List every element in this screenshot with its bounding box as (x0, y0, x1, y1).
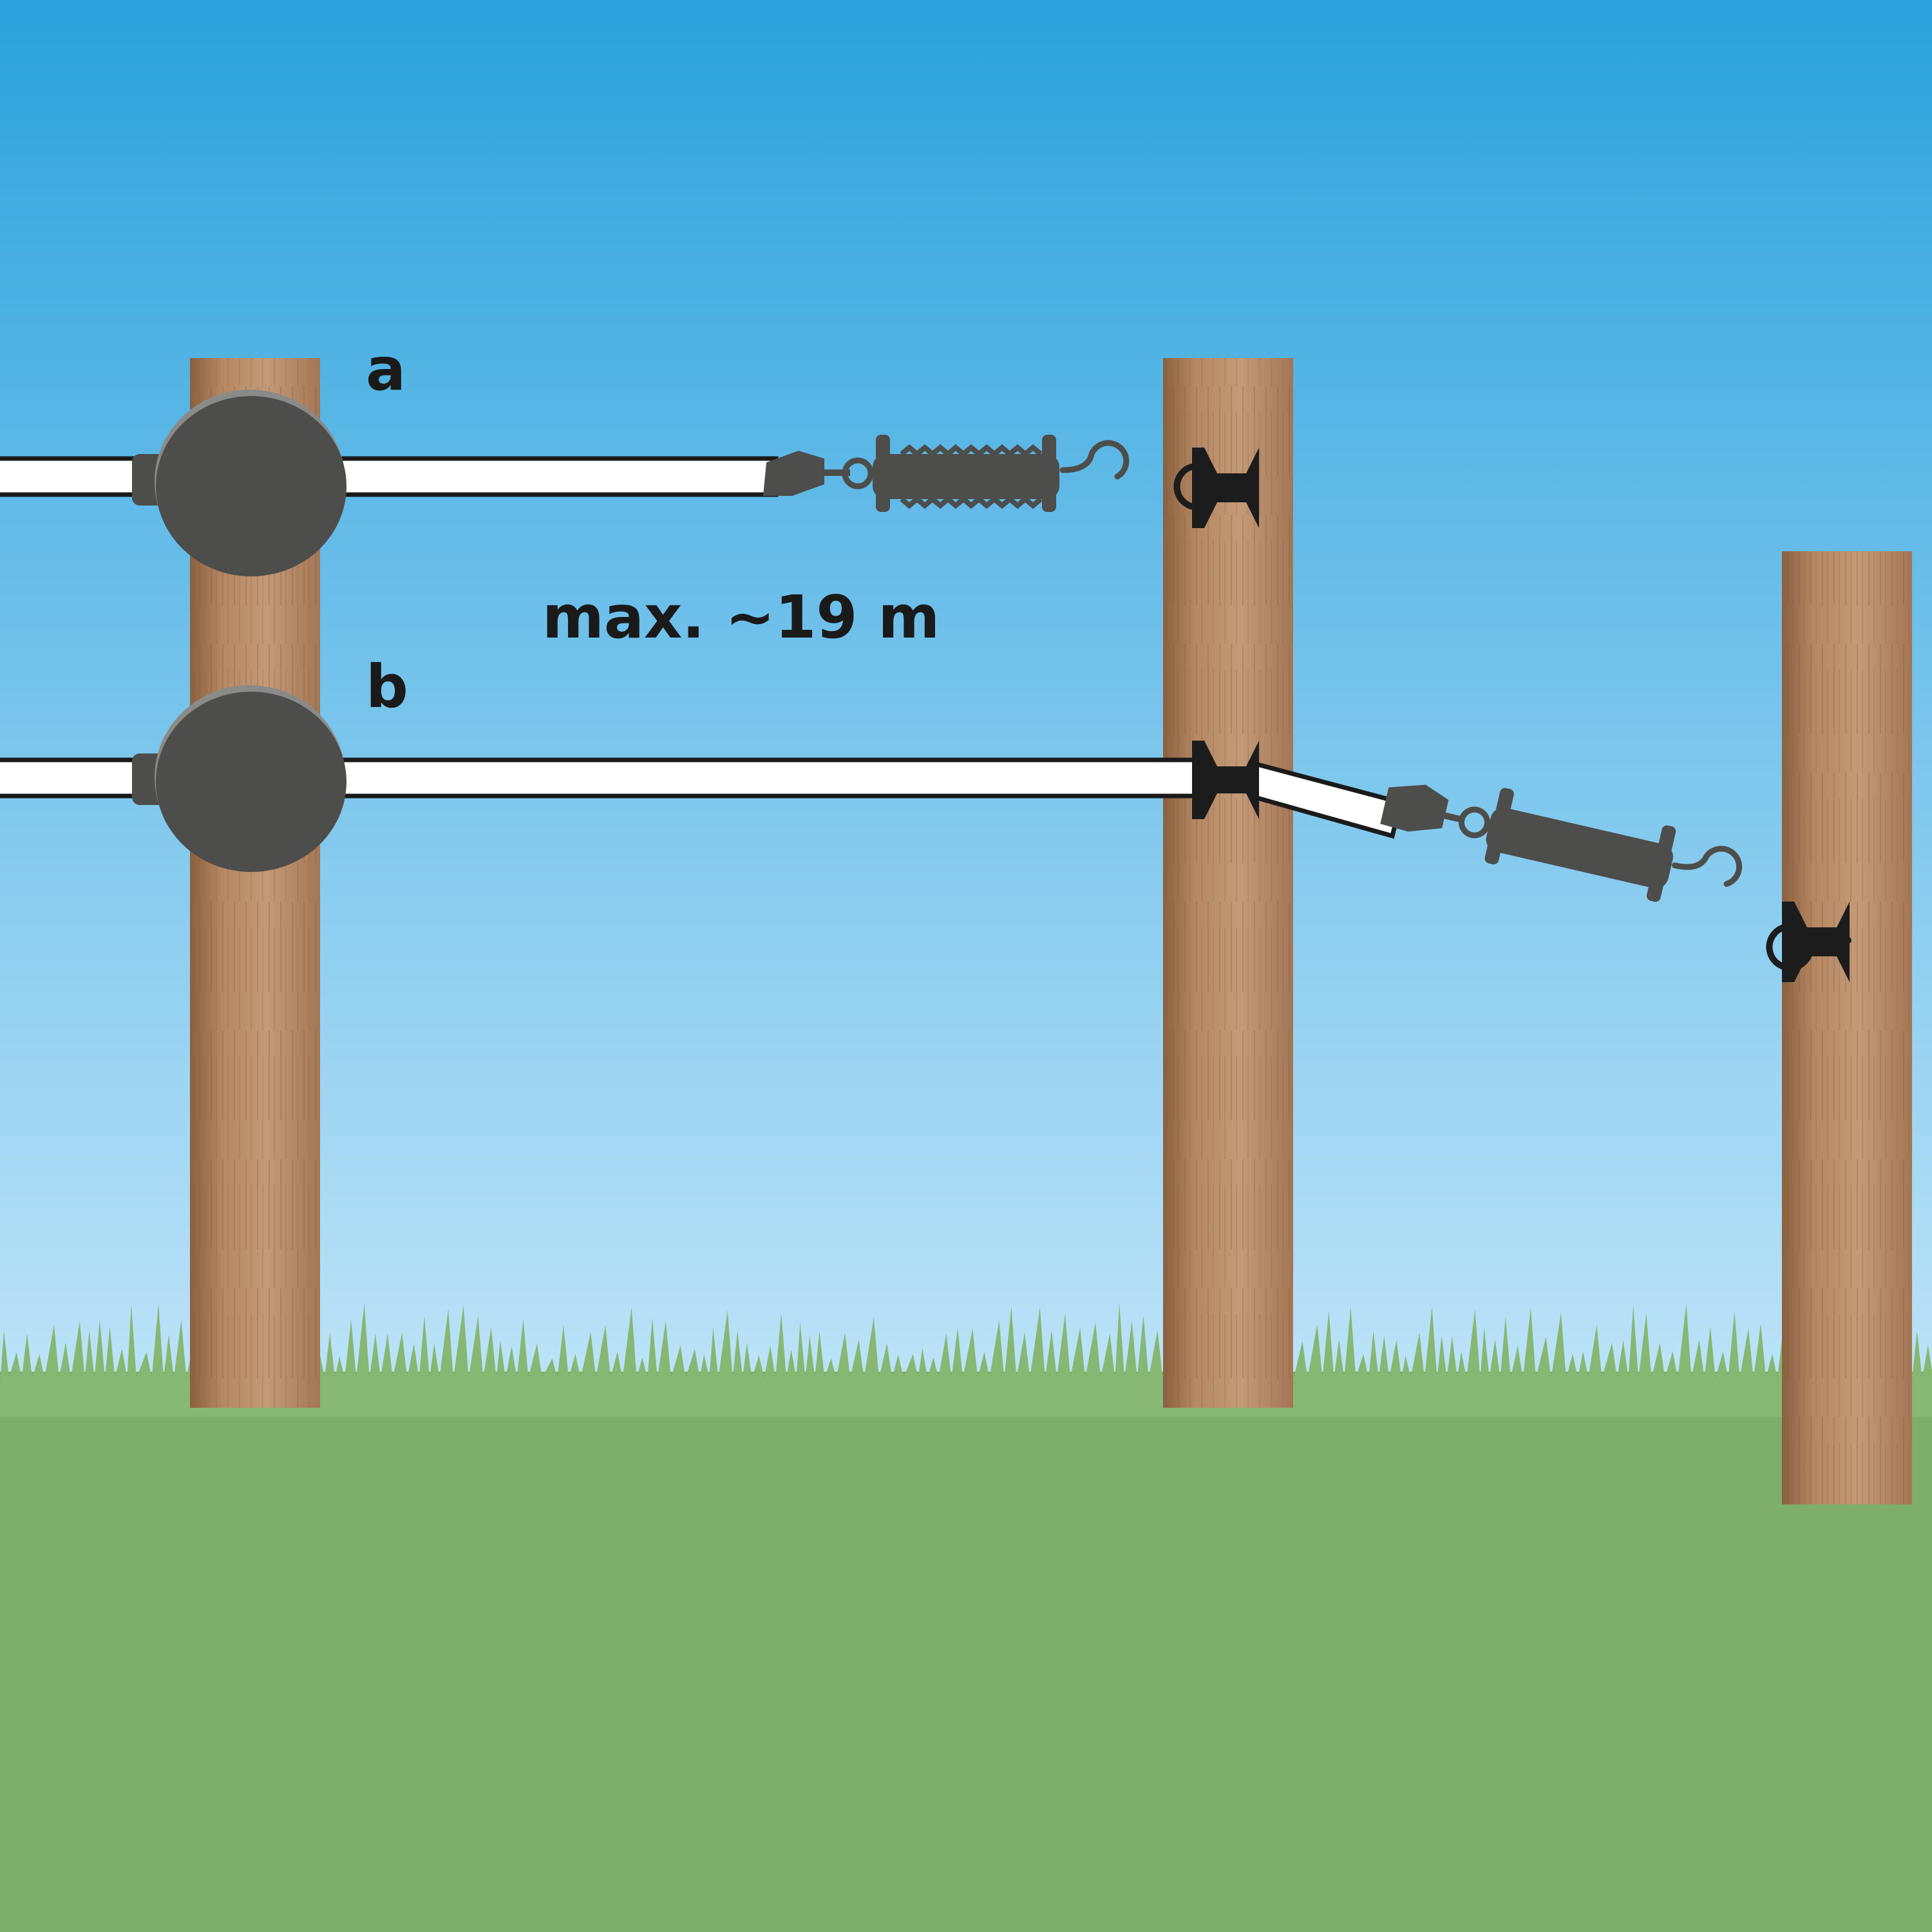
fence-post-right (1782, 551, 1912, 1504)
tape-clamp-icon (763, 451, 824, 496)
gate-handle-icon (1484, 788, 1676, 902)
hook-icon (1059, 440, 1130, 480)
insulator-icon (1782, 902, 1850, 982)
tape-a (0, 456, 779, 497)
label-a: a (366, 335, 406, 404)
gate-handle-icon (873, 435, 1059, 512)
hook-icon (1766, 924, 1852, 971)
tape-reel-icon (132, 390, 346, 576)
label-b: b (366, 652, 408, 721)
grass (0, 1302, 1932, 1932)
insulator-icon (1192, 741, 1259, 819)
insulator-icon (1192, 448, 1259, 528)
tape-reel-icon (132, 685, 346, 872)
max-distance-label: max. ~19 m (542, 583, 940, 652)
sky (0, 0, 1932, 1385)
fence-post-middle (1163, 358, 1293, 1408)
hook-icon (1671, 846, 1743, 887)
gate-handle-assembly-b (1380, 784, 1743, 902)
tape-clamp-icon (1380, 784, 1449, 832)
